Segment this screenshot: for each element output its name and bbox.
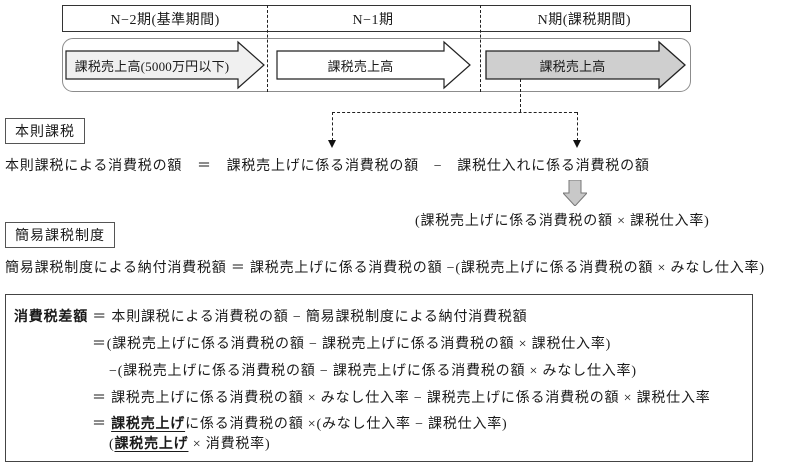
diff-line-2: ＝(課税売上げに係る消費税の額 − 課税売上げに係る消費税の額 × 課税仕入率) (92, 337, 612, 352)
dashed-branch-line (332, 112, 577, 113)
down-block-arrow-icon (563, 180, 587, 206)
diff-line-5-term: 課税売上げ (111, 417, 186, 432)
sales-arrow-container (62, 38, 691, 92)
period-header-box: N−2期(基準期間) N−1期 N期(課税期間) (62, 5, 691, 32)
diff-line-5-eq: ＝ (92, 417, 112, 432)
honsoku-formula: 本則課税による消費税の額 ＝ 課税売上げに係る消費税の額 − 課税仕入れに係る消… (5, 159, 650, 174)
sales-arrow-n: 課税売上高 (485, 40, 686, 90)
honsoku-label-box: 本則課税 (5, 118, 85, 144)
arrowhead-right-icon (573, 140, 581, 148)
honsoku-note: (課税売上げに係る消費税の額 × 課税仕入率) (415, 214, 710, 229)
dashed-arrow-left (332, 112, 333, 141)
dashed-arrow-right (577, 112, 578, 141)
diff-line-5: ＝ 課税売上げに係る消費税の額 ×(みなし仕入率 − 課税仕入率) (92, 413, 508, 433)
diff-term: 消費税差額 (14, 310, 88, 325)
kani-label-box: 簡易課税制度 (5, 222, 115, 248)
diff-line-6-term: 課税売上げ (114, 437, 189, 452)
dashed-separator-1 (267, 5, 268, 92)
period-cell-n2: N−2期(基準期間) (110, 12, 220, 28)
dashed-drop-line (520, 79, 521, 112)
diff-line-1: 消費税差額 ＝ 本則課税による消費税の額 − 簡易課税制度による納付消費税額 (14, 306, 527, 326)
arrowhead-left-icon (328, 140, 336, 148)
right-block-arrow-icon (65, 40, 265, 90)
sales-arrow-n2: 課税売上高(5000万円以下) (65, 40, 265, 90)
period-cell-n: N期(課税期間) (537, 12, 632, 28)
right-block-arrow-icon (485, 40, 686, 90)
period-cell-n1: N−1期 (352, 12, 394, 28)
right-block-arrow-icon (276, 40, 471, 90)
diff-line-5-rest: に係る消費税の額 ×(みなし仕入率 − 課税仕入率) (185, 417, 508, 432)
diff-line-6-rest: × 消費税率) (188, 437, 271, 452)
kani-formula: 簡易課税制度による納付消費税額 ＝ 課税売上げに係る消費税の額 −(課税売上げに… (5, 261, 765, 276)
tax-difference-box: 消費税差額 ＝ 本則課税による消費税の額 − 簡易課税制度による納付消費税額 ＝… (5, 294, 753, 462)
diff-line-1-rest: ＝ 本則課税による消費税の額 − 簡易課税制度による納付消費税額 (88, 310, 528, 325)
sales-arrow-n1-label: 課税売上高 (327, 58, 394, 74)
diff-line-4: ＝ 課税売上げに係る消費税の額 × みなし仕入率 − 課税売上げに係る消費税の額… (92, 391, 711, 406)
diff-line-3: −(課税売上げに係る消費税の額 − 課税売上げに係る消費税の額 × みなし仕入率… (109, 364, 637, 379)
diff-line-6-open: ( (109, 437, 115, 452)
diff-line-6: (課税売上げ × 消費税率) (109, 433, 270, 453)
sales-arrow-n1: 課税売上高 (276, 40, 471, 90)
sales-arrow-n2-label: 課税売上高(5000万円以下) (74, 58, 230, 74)
dashed-separator-2 (480, 5, 481, 92)
sales-arrow-n-label: 課税売上高 (539, 58, 606, 74)
